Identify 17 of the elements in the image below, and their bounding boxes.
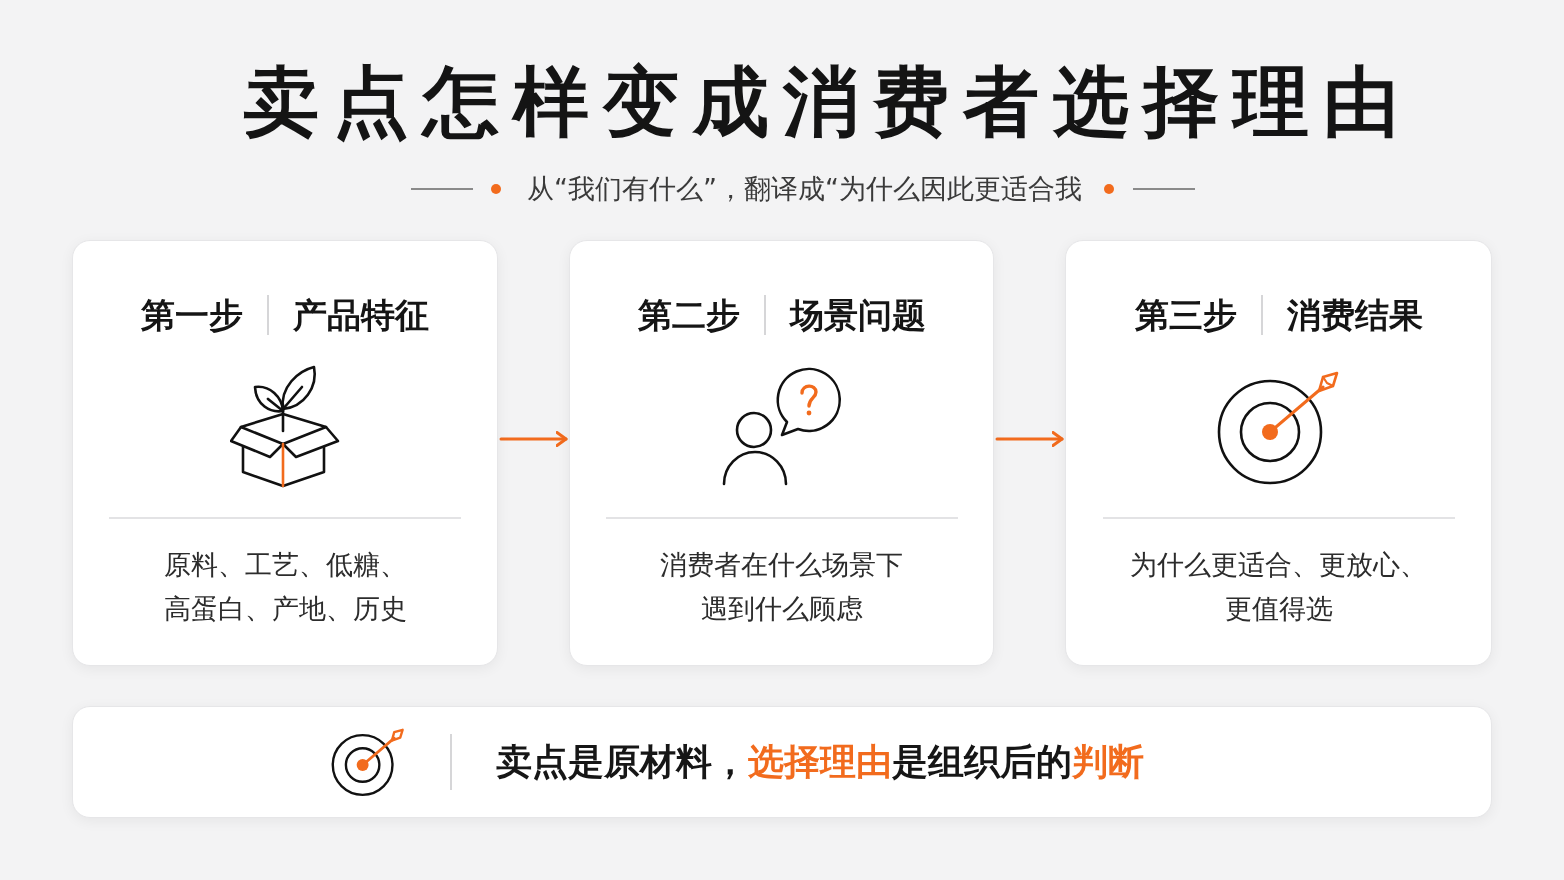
step-number: 第三步 bbox=[1134, 298, 1237, 332]
step-title: 产品特征 bbox=[293, 298, 429, 332]
step-description: 原料、工艺、低糖、高蛋白、产地、历史 bbox=[162, 548, 408, 626]
step-card bbox=[72, 240, 498, 666]
step-description: 消费者在什么场景下遇到什么顾虑 bbox=[659, 548, 904, 626]
step-card bbox=[1065, 240, 1492, 666]
step-number: 第二步 bbox=[637, 298, 740, 332]
summary-banner bbox=[72, 706, 1492, 818]
arrow bbox=[995, 431, 1064, 447]
step-number: 第一步 bbox=[141, 298, 243, 332]
step-description: 为什么更适合、更放心、更值得选 bbox=[1129, 548, 1428, 626]
step-card bbox=[569, 240, 994, 666]
summary-text: 卖点是原材料，选择理由是组织后的判断 bbox=[496, 740, 1144, 784]
step-title: 消费结果 bbox=[1286, 298, 1423, 332]
subtitle: 从“我们有什么”，翻译成“为什么因此更适合我 bbox=[527, 171, 1082, 206]
arrow bbox=[499, 431, 568, 447]
step-title: 场景问题 bbox=[789, 298, 926, 332]
